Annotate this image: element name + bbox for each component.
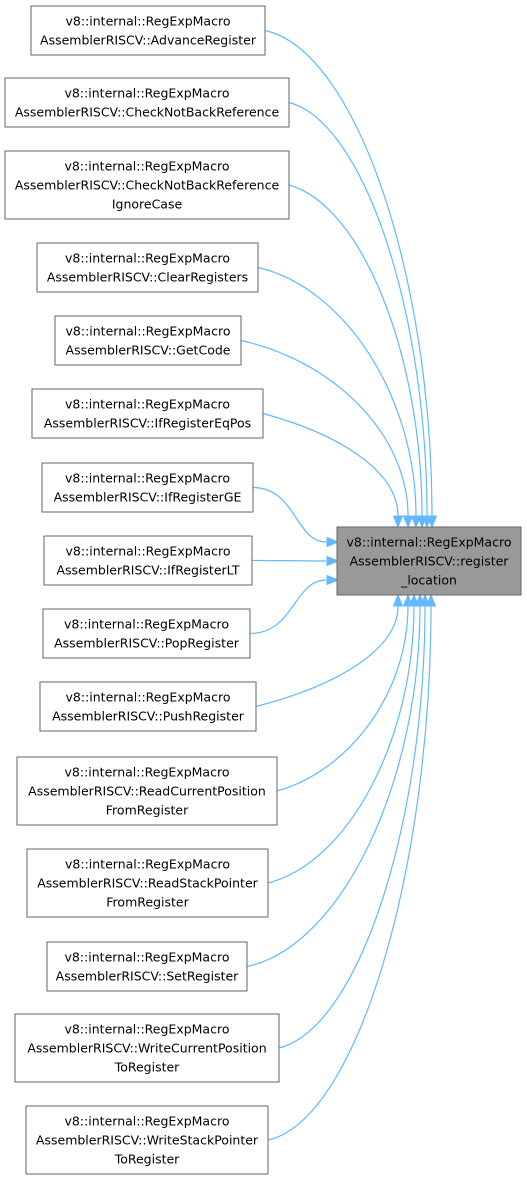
write-stack-pointer-to-register-edge xyxy=(267,605,432,1141)
set-register-edge xyxy=(246,605,421,968)
clear-registers-arrowhead xyxy=(410,515,422,529)
target-node-register-location[interactable]: v8::internal::RegExpMacroAssemblerRISCV:… xyxy=(336,526,522,596)
caller-node-push-register-label-line: v8::internal::RegExpMacro xyxy=(66,690,231,705)
caller-node-advance-register-label-line: AssemblerRISCV::AdvanceRegister xyxy=(40,33,257,48)
caller-node-write-current-position-to-register-box xyxy=(14,1013,280,1083)
caller-node-set-register[interactable]: v8::internal::RegExpMacroAssemblerRISCV:… xyxy=(46,941,248,992)
read-current-position-from-register-edge xyxy=(276,605,409,792)
caller-node-read-stack-pointer-from-register-label-line: v8::internal::RegExpMacro xyxy=(65,857,230,872)
caller-node-check-not-back-reference-ignore-case-label-line: v8::internal::RegExpMacro xyxy=(65,159,230,174)
caller-node-check-not-back-reference-ignore-case-box xyxy=(4,150,290,220)
read-stack-pointer-from-register-edge xyxy=(267,605,415,884)
push-register-edge xyxy=(255,605,399,708)
caller-node-write-stack-pointer-to-register-label-line: AssemblerRISCV::WriteStackPointer xyxy=(36,1133,259,1148)
caller-node-check-not-back-reference[interactable]: v8::internal::RegExpMacroAssemblerRISCV:… xyxy=(4,77,290,128)
clear-registers-edge xyxy=(257,266,417,517)
caller-node-read-current-position-from-register-label-line: v8::internal::RegExpMacro xyxy=(65,765,230,780)
caller-node-read-current-position-from-register[interactable]: v8::internal::RegExpMacroAssemblerRISCV:… xyxy=(16,756,278,826)
caller-node-push-register-box xyxy=(39,681,257,732)
caller-node-advance-register-box xyxy=(30,5,266,56)
caller-node-set-register-label-line: AssemblerRISCV::SetRegister xyxy=(56,969,240,984)
caller-node-write-current-position-to-register-label-line: AssemblerRISCV::WriteCurrentPosition xyxy=(27,1041,266,1056)
caller-node-write-current-position-to-register[interactable]: v8::internal::RegExpMacroAssemblerRISCV:… xyxy=(14,1013,280,1083)
caller-node-read-current-position-from-register-label-line: AssemblerRISCV::ReadCurrentPosition xyxy=(28,784,266,799)
caller-node-check-not-back-reference-ignore-case[interactable]: v8::internal::RegExpMacroAssemblerRISCV:… xyxy=(4,150,290,220)
check-not-back-reference-edge xyxy=(288,101,428,517)
caller-node-read-stack-pointer-from-register-label-line: FromRegister xyxy=(106,895,189,910)
caller-node-clear-registers-label-line: AssemblerRISCV::ClearRegisters xyxy=(47,270,248,285)
get-code-edge xyxy=(240,339,409,517)
caller-node-read-current-position-from-register-box xyxy=(16,756,278,826)
if-register-eq-pos-arrowhead xyxy=(392,515,404,529)
caller-node-pop-register-label-line: AssemblerRISCV::PopRegister xyxy=(54,636,240,651)
target-node-register-location-box xyxy=(336,526,522,596)
caller-node-advance-register-label-line: v8::internal::RegExpMacro xyxy=(66,14,231,29)
check-not-back-reference-ignore-case-edge xyxy=(288,184,423,517)
caller-node-write-stack-pointer-to-register[interactable]: v8::internal::RegExpMacroAssemblerRISCV:… xyxy=(25,1105,269,1175)
caller-node-read-stack-pointer-from-register[interactable]: v8::internal::RegExpMacroAssemblerRISCV:… xyxy=(26,848,269,918)
advance-register-edge xyxy=(264,29,433,517)
caller-node-check-not-back-reference-label-line: AssemblerRISCV::CheckNotBackReference xyxy=(15,105,280,120)
caller-node-check-not-back-reference-box xyxy=(4,77,290,128)
caller-node-read-stack-pointer-from-register-box xyxy=(26,848,269,918)
caller-node-clear-registers[interactable]: v8::internal::RegExpMacroAssemblerRISCV:… xyxy=(36,242,259,293)
caller-node-write-current-position-to-register-label-line: v8::internal::RegExpMacro xyxy=(65,1022,230,1037)
write-current-position-to-register-edge xyxy=(278,605,426,1049)
caller-node-if-register-eq-pos-label-line: v8::internal::RegExpMacro xyxy=(65,397,230,412)
caller-node-clear-registers-label-line: v8::internal::RegExpMacro xyxy=(65,251,230,266)
caller-node-set-register-label-line: v8::internal::RegExpMacro xyxy=(65,950,230,965)
target-node-register-location-label-line: AssemblerRISCV::register xyxy=(350,554,510,569)
caller-node-if-register-eq-pos-box xyxy=(31,388,264,439)
caller-node-pop-register-box xyxy=(42,608,251,659)
caller-node-write-stack-pointer-to-register-label-line: v8::internal::RegExpMacro xyxy=(65,1114,230,1129)
caller-node-check-not-back-reference-label-line: v8::internal::RegExpMacro xyxy=(65,86,230,101)
caller-node-if-register-lt-label-line: AssemblerRISCV::IfRegisterLT xyxy=(56,563,239,578)
caller-node-push-register[interactable]: v8::internal::RegExpMacroAssemblerRISCV:… xyxy=(39,681,257,732)
edges-layer xyxy=(240,29,438,1141)
caller-node-set-register-box xyxy=(46,941,248,992)
caller-node-if-register-ge-label-line: v8::internal::RegExpMacro xyxy=(65,471,230,486)
caller-node-get-code-box xyxy=(54,315,242,366)
if-register-ge-arrowhead xyxy=(326,536,340,548)
if-register-lt-edge xyxy=(251,559,327,562)
caller-node-get-code-label-line: v8::internal::RegExpMacro xyxy=(66,324,231,339)
pop-register-arrowhead xyxy=(326,574,340,586)
caller-node-write-stack-pointer-to-register-label-line: ToRegister xyxy=(114,1152,180,1167)
caller-node-if-register-lt-label-line: v8::internal::RegExpMacro xyxy=(66,544,231,559)
caller-node-clear-registers-box xyxy=(36,242,259,293)
caller-node-if-register-lt-box xyxy=(43,535,253,586)
caller-node-advance-register[interactable]: v8::internal::RegExpMacroAssemblerRISCV:… xyxy=(30,5,266,56)
if-register-eq-pos-edge xyxy=(262,412,399,517)
get-code-arrowhead xyxy=(402,515,414,529)
push-register-arrowhead xyxy=(392,593,404,607)
caller-node-push-register-label-line: AssemblerRISCV::PushRegister xyxy=(52,709,245,724)
caller-node-read-current-position-from-register-label-line: FromRegister xyxy=(106,803,189,818)
nodes-layer: v8::internal::RegExpMacroAssemblerRISCV:… xyxy=(4,5,522,1175)
caller-node-read-stack-pointer-from-register-label-line: AssemblerRISCV::ReadStackPointer xyxy=(37,876,258,891)
caller-node-write-current-position-to-register-label-line: ToRegister xyxy=(114,1060,180,1075)
caller-node-write-stack-pointer-to-register-box xyxy=(25,1105,269,1175)
caller-node-check-not-back-reference-ignore-case-label-line: AssemblerRISCV::CheckNotBackReference xyxy=(15,178,280,193)
caller-node-get-code-label-line: AssemblerRISCV::GetCode xyxy=(66,343,231,358)
caller-node-check-not-back-reference-ignore-case-label-line: IgnoreCase xyxy=(112,197,183,212)
caller-node-get-code[interactable]: v8::internal::RegExpMacroAssemblerRISCV:… xyxy=(54,315,242,366)
if-register-ge-edge xyxy=(252,486,327,543)
caller-node-if-register-ge-box xyxy=(41,462,254,513)
caller-node-pop-register[interactable]: v8::internal::RegExpMacroAssemblerRISCV:… xyxy=(42,608,251,659)
caller-node-if-register-ge-label-line: AssemblerRISCV::IfRegisterGE xyxy=(54,490,242,505)
caller-node-if-register-eq-pos-label-line: AssemblerRISCV::IfRegisterEqPos xyxy=(44,416,251,431)
target-node-register-location-label-line: _location xyxy=(400,573,457,588)
target-node-register-location-label-line: v8::internal::RegExpMacro xyxy=(347,535,512,550)
caller-node-if-register-lt[interactable]: v8::internal::RegExpMacroAssemblerRISCV:… xyxy=(43,535,253,586)
write-stack-pointer-to-register-arrowhead xyxy=(425,593,437,607)
caller-node-pop-register-label-line: v8::internal::RegExpMacro xyxy=(64,617,229,632)
caller-node-if-register-ge[interactable]: v8::internal::RegExpMacroAssemblerRISCV:… xyxy=(41,462,254,513)
pop-register-edge xyxy=(249,579,327,635)
caller-node-if-register-eq-pos[interactable]: v8::internal::RegExpMacroAssemblerRISCV:… xyxy=(31,388,264,439)
if-register-lt-arrowhead xyxy=(326,555,340,567)
